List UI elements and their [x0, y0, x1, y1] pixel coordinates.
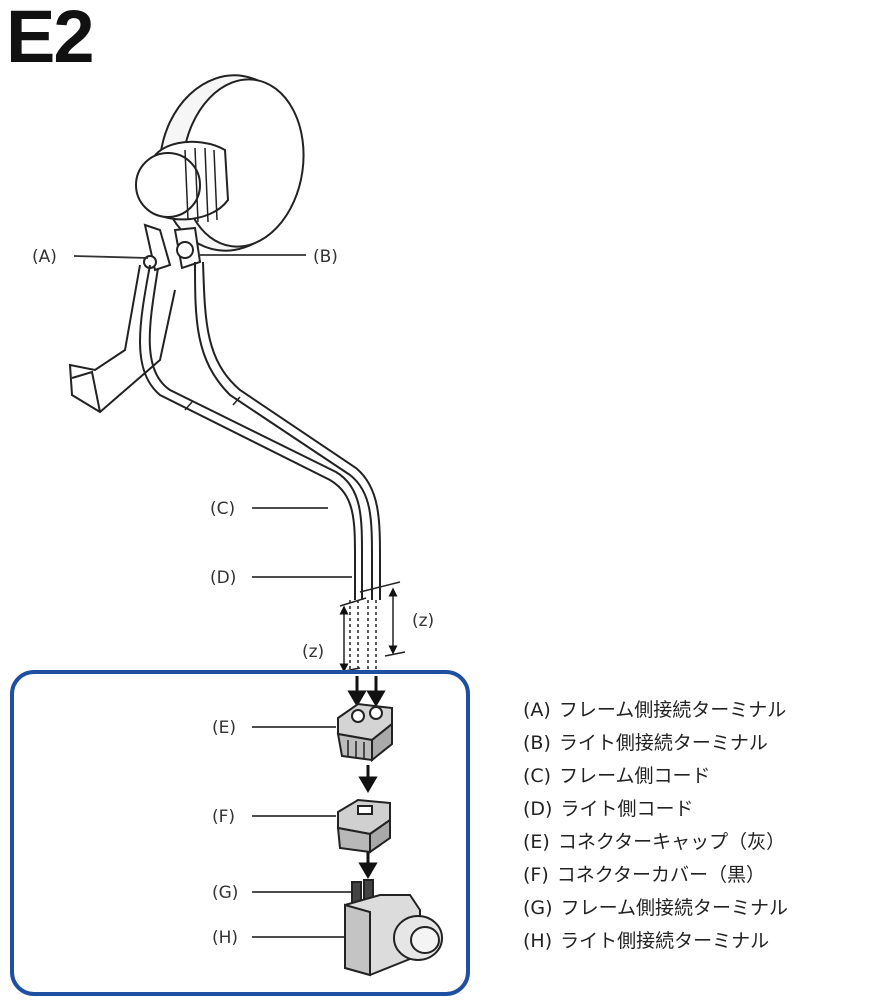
lamp-illustration — [68, 74, 305, 414]
parts-legend: (A)フレーム側接続ターミナル (B)ライト側接続ターミナル (C)フレーム側コ… — [523, 694, 788, 958]
legend-item-d: (D)ライト側コード — [523, 798, 694, 820]
leader-lines — [73, 254, 352, 938]
legend-item-c: (C)フレーム側コード — [523, 765, 711, 787]
connector-cover-part — [336, 798, 391, 854]
callout-h: (H) — [212, 928, 238, 948]
detail-frame — [10, 670, 470, 996]
legend-item-g: (G)フレーム側接続ターミナル — [523, 897, 788, 919]
callout-z-upper: (z) — [412, 611, 434, 631]
legend-item-e: (E)コネクターキャップ（灰） — [523, 831, 786, 853]
callout-c: (C) — [210, 499, 235, 519]
assembly-arrows — [347, 676, 386, 879]
figure-title: E2 — [6, 0, 95, 78]
callout-b: (B) — [313, 247, 338, 267]
callout-e: (E) — [212, 718, 236, 738]
legend-item-b: (B)ライト側接続ターミナル — [523, 732, 768, 754]
callout-f: (F) — [212, 807, 235, 827]
legend-item-f: (F)コネクターカバー（黒） — [523, 864, 766, 886]
callout-z-lower: (z) — [302, 642, 324, 662]
cords — [139, 261, 381, 600]
callout-d: (D) — [210, 568, 236, 588]
legend-item-h: (H)ライト側接続ターミナル — [523, 930, 770, 952]
legend-item-a: (A)フレーム側接続ターミナル — [523, 699, 787, 721]
callout-g: (G) — [212, 883, 238, 903]
terminal-assembly-part — [344, 879, 443, 977]
connector-cap-part — [336, 702, 393, 763]
strip-length-dimension — [339, 581, 406, 673]
callout-a: (A) — [32, 247, 57, 267]
